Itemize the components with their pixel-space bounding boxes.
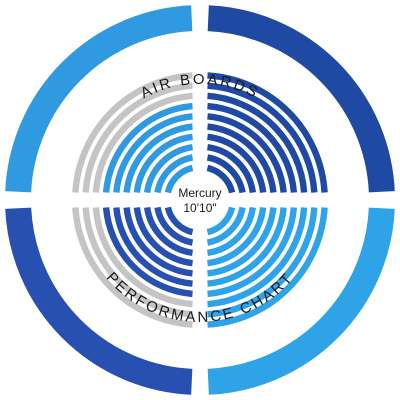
ring-tracking-7	[102, 207, 193, 298]
outer-category-arcs	[5, 5, 395, 395]
ring-speed-4	[133, 133, 193, 193]
ring-stability-5	[207, 123, 277, 193]
ring-stability-4	[207, 133, 267, 193]
ring-speed-5	[123, 123, 193, 193]
ring-maneuverability-3	[206, 206, 257, 257]
ring-maneuverability-4	[207, 207, 267, 267]
ring-maneuverability-7	[207, 207, 298, 298]
ring-maneuverability-6	[207, 207, 287, 287]
ring-stability-1	[206, 164, 236, 194]
ring-maneuverability-5	[207, 207, 277, 277]
outer-arc-maneuverability	[207, 207, 395, 395]
ring-tracking-4	[133, 207, 193, 267]
ring-speed-2	[154, 154, 194, 194]
ring-tracking-6	[113, 207, 193, 287]
ring-speed-6	[113, 113, 193, 193]
ring-maneuverability-9	[207, 207, 318, 318]
ring-maneuverability-8	[207, 207, 308, 308]
outer-arc-tracking	[5, 207, 193, 395]
ring-tracking-1	[164, 206, 194, 236]
ring-stability-2	[206, 154, 246, 194]
ring-speed-3	[143, 143, 194, 194]
center-label-model: Mercury	[178, 186, 221, 200]
ring-stability-9	[207, 82, 318, 193]
outer-arc-speed	[5, 5, 193, 193]
ring-speed-10	[72, 72, 193, 193]
ring-stability-10	[207, 72, 328, 193]
ring-maneuverability-2	[206, 206, 246, 246]
ring-speed-7	[102, 102, 193, 193]
ring-speed-9	[82, 82, 193, 193]
center-disc	[173, 173, 227, 227]
ring-tracking-8	[92, 207, 193, 308]
center-label-size: 10'10"	[183, 201, 216, 215]
performance-rings	[72, 72, 328, 328]
ring-stability-3	[206, 143, 257, 194]
ring-stability-7	[207, 102, 298, 193]
ring-speed-8	[92, 92, 193, 193]
ring-tracking-9	[82, 207, 193, 318]
ring-tracking-10	[72, 207, 193, 328]
ring-speed-1	[164, 164, 194, 194]
ring-stability-6	[207, 113, 287, 193]
ring-tracking-3	[143, 206, 194, 257]
ring-tracking-2	[154, 206, 194, 246]
ring-maneuverability-10	[207, 207, 328, 328]
ring-tracking-5	[123, 207, 193, 277]
ring-maneuverability-1	[206, 206, 236, 236]
outer-arc-stability	[207, 5, 395, 193]
ring-stability-8	[207, 92, 308, 193]
